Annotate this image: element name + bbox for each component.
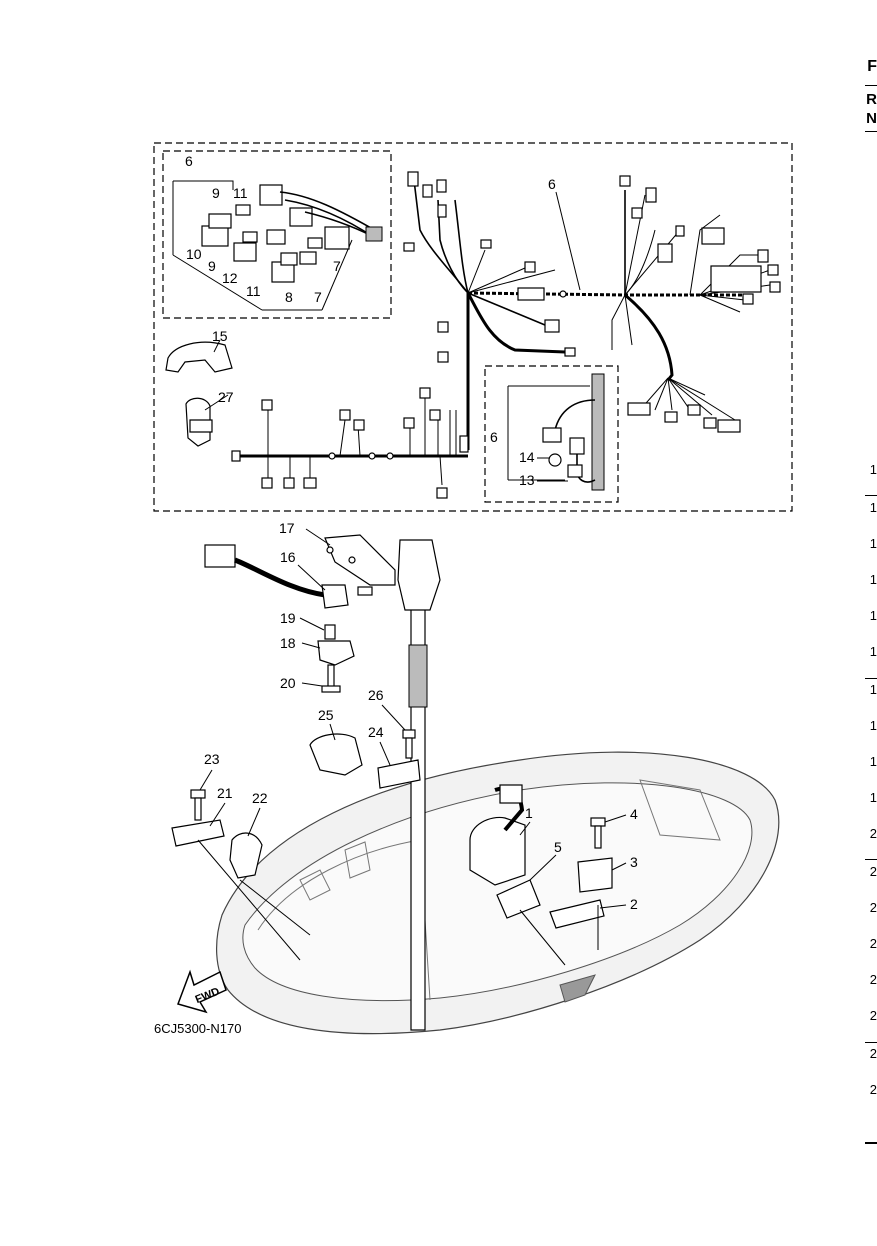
edge-rule (865, 1042, 877, 1043)
edge-rule (865, 495, 877, 496)
diagram-code: 6CJ5300-N170 (154, 1021, 241, 1036)
callout-label: 18 (280, 635, 296, 651)
harness-group-border (153, 142, 793, 512)
callout-label: 14 (519, 449, 535, 465)
callout-label: 11 (233, 185, 248, 201)
callout-label: 1 (525, 805, 533, 821)
edge-number: 1 (869, 536, 877, 551)
callout-label: 17 (279, 520, 295, 536)
callout-label: 15 (212, 328, 228, 344)
edge-number: 2 (869, 1008, 877, 1023)
callout-label: 13 (519, 472, 535, 488)
callout-label: 3 (630, 854, 638, 870)
edge-number: 1 (869, 682, 877, 697)
callout-label: 11 (246, 283, 261, 299)
wiring-harness (231, 171, 781, 499)
callout-label: 24 (368, 724, 384, 740)
lower-callouts: 17 16 19 18 20 26 25 24 23 21 22 1 4 5 3… (204, 520, 638, 912)
relay-inset-border (162, 150, 392, 319)
callout-label: 6 (185, 153, 193, 169)
callout-label: 10 (186, 246, 202, 262)
edge-number: 1 (869, 500, 877, 515)
callout-label: 12 (222, 270, 238, 286)
callout-label: 22 (252, 790, 268, 806)
callout-label: 6 (490, 429, 498, 445)
sensor-group (507, 373, 605, 491)
callout-label: 8 (285, 289, 293, 305)
edge-number: 2 (869, 972, 877, 987)
clip-15 (165, 341, 233, 373)
callout-label: 9 (208, 258, 216, 274)
edge-number: 1 (869, 790, 877, 805)
callout-label: 20 (280, 675, 296, 691)
edge-number: 1 (869, 754, 877, 769)
callout-label: 7 (314, 289, 322, 305)
edge-letter: N (866, 110, 877, 127)
callout-label: 9 (212, 185, 220, 201)
fwd-arrow-icon (177, 969, 227, 1014)
edge-number: 2 (869, 936, 877, 951)
edge-number: 2 (869, 1046, 877, 1061)
callout-label: 5 (554, 839, 562, 855)
edge-number: 2 (869, 864, 877, 879)
edge-number: 2 (869, 1082, 877, 1097)
edge-number: 2 (869, 900, 877, 915)
edge-rule (865, 859, 877, 860)
right-parts-group (469, 784, 613, 966)
callout-label: 23 (204, 751, 220, 767)
sensor-inset-border (484, 365, 619, 503)
edge-rule (865, 85, 877, 86)
edge-number: 2 (869, 826, 877, 841)
callout-label: 27 (218, 389, 234, 405)
edge-number: 1 (869, 462, 877, 477)
edge-number: 1 (869, 644, 877, 659)
callout-label: 7 (333, 258, 341, 274)
harness-callouts: 6 9 11 10 9 12 11 8 7 7 15 27 6 6 14 13 (185, 153, 556, 488)
callout-label: 26 (368, 687, 384, 703)
bracket-clip-group (171, 789, 311, 961)
callout-label: 16 (280, 549, 296, 565)
edge-rule (865, 1142, 877, 1144)
edge-number: 1 (869, 608, 877, 623)
callout-label: 19 (280, 610, 296, 626)
callout-label: 4 (630, 806, 638, 822)
clamp-group (309, 729, 421, 789)
callout-label: 6 (548, 176, 556, 192)
relay-group (172, 180, 383, 311)
edge-rule (865, 131, 877, 132)
edge-letter: R (866, 91, 877, 108)
edge-rule (865, 678, 877, 679)
bottom-cowling (216, 751, 780, 1035)
callout-label: 2 (630, 896, 638, 912)
clip-27 (185, 397, 213, 447)
bracket-assembly (204, 534, 441, 1031)
callout-label: 21 (217, 785, 233, 801)
callout-label: 25 (318, 707, 334, 723)
edge-letter: F (867, 58, 877, 75)
edge-number: 1 (869, 572, 877, 587)
edge-number: 1 (869, 718, 877, 733)
